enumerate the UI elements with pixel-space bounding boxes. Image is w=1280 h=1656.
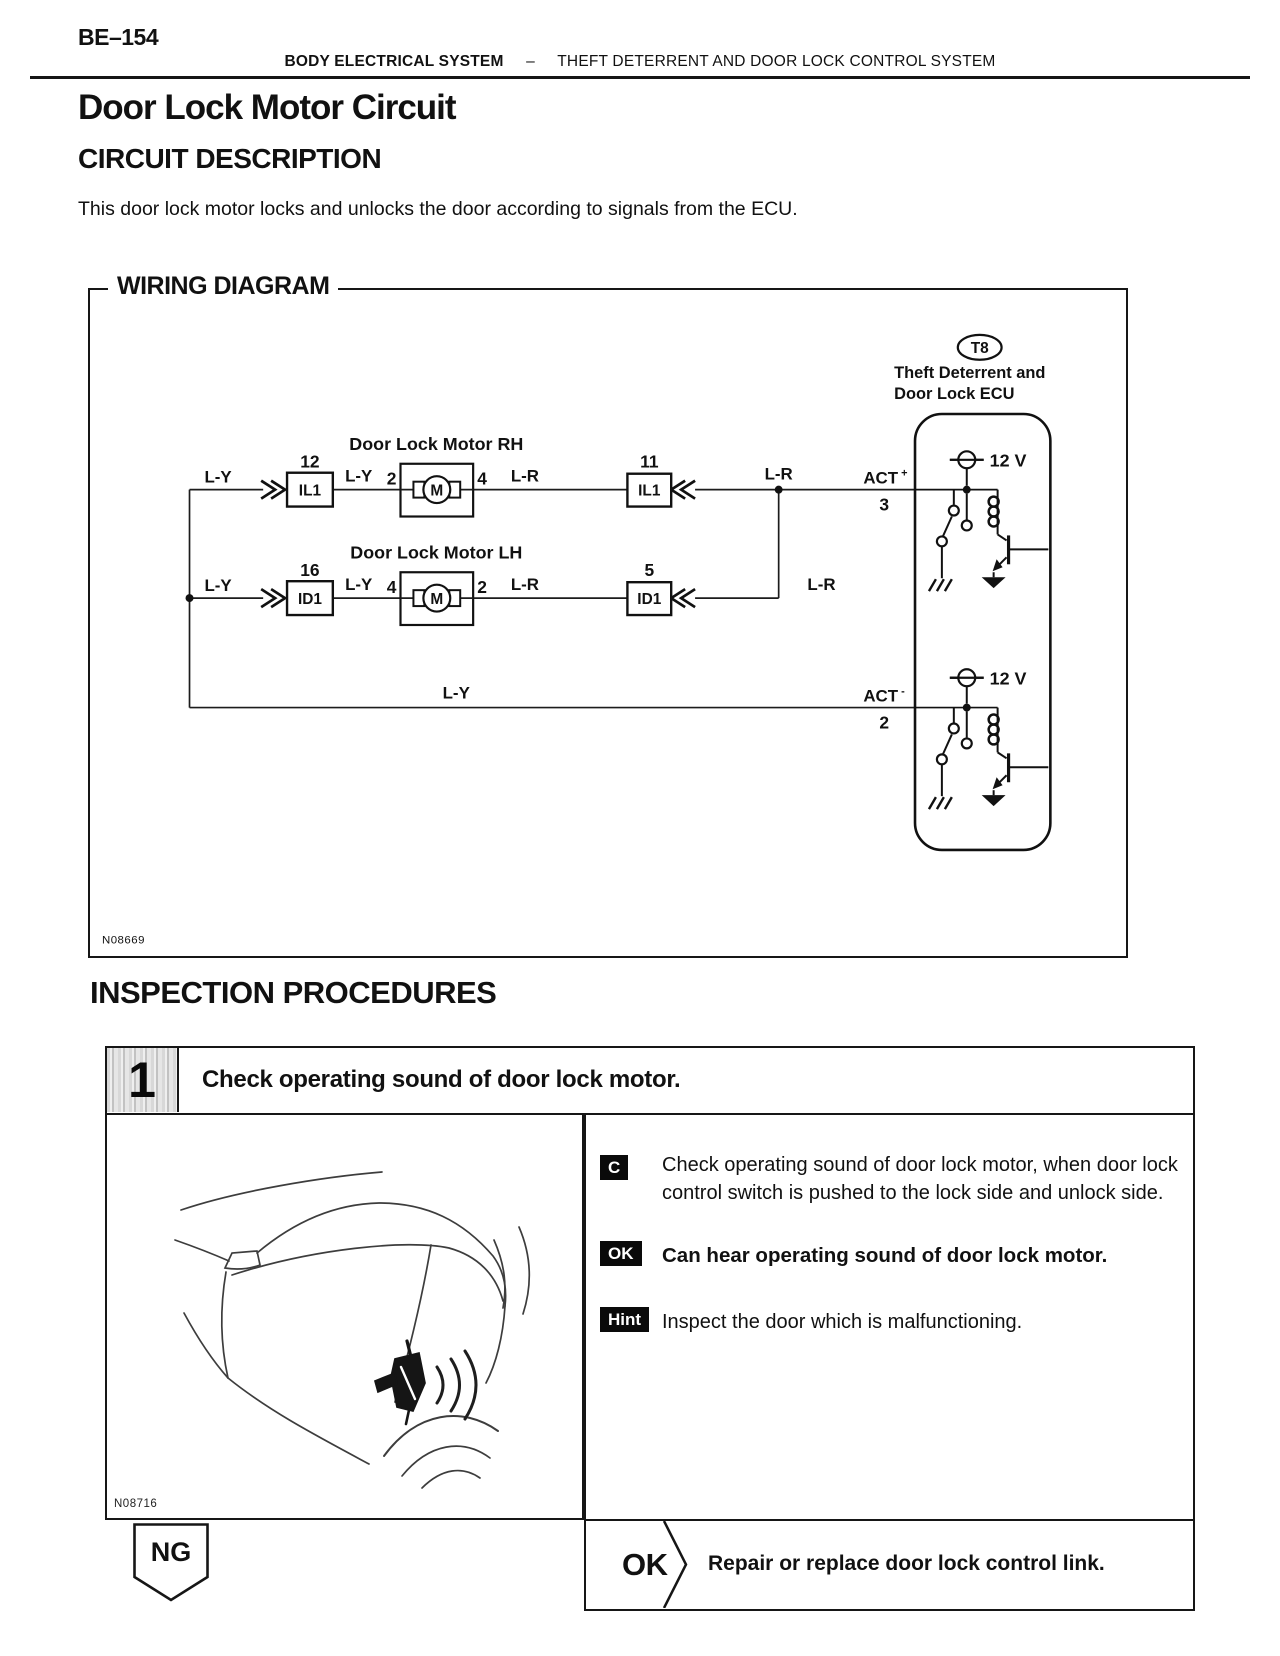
header-section: BODY ELECTRICAL SYSTEM <box>284 53 504 70</box>
transistor-emitter-arrow-top <box>992 559 1003 572</box>
figure-code-wiring: N08669 <box>102 934 145 946</box>
step-number: 1 <box>128 1052 156 1108</box>
ground-triangle-bottom <box>981 795 1006 807</box>
motor-rh-letter: M <box>430 483 443 500</box>
pin-5: 5 <box>644 560 654 580</box>
wire-label-lh-feed: L-Y <box>204 576 231 595</box>
illustration-cell: N08716 <box>105 1115 584 1520</box>
check-badge: C <box>600 1155 629 1180</box>
sound-waves <box>435 1349 478 1421</box>
wire-label-lh-left: L-Y <box>345 575 372 594</box>
wiring-diagram-box: L-Y 12 IL1 L-Y 2 Door Lock Motor RH M 4 … <box>88 288 1128 958</box>
connector-il1-right <box>626 472 673 508</box>
ecu-tag-oval <box>956 333 1003 361</box>
hint-badge: Hint <box>600 1307 650 1332</box>
pin-11: 11 <box>640 452 659 472</box>
ng-banner: NG <box>133 1523 209 1603</box>
wire-label-rh-feed: L-Y <box>204 468 231 487</box>
wire-label-lh-right: L-R <box>511 575 539 594</box>
result-row: OK Repair or replace door lock control l… <box>584 1519 1195 1611</box>
wire-label-bus: L-Y <box>443 684 470 703</box>
act-minus-sign: - <box>901 686 905 698</box>
ecu-name-line1: Theft Deterrent and <box>894 364 1045 382</box>
result-action-text: Repair or replace door lock control link… <box>708 1552 1105 1575</box>
act-plus-label: ACT <box>863 469 898 488</box>
terminal-rh-2: 2 <box>387 469 397 489</box>
act-plus-pin: 3 <box>879 495 889 515</box>
step-title: Check operating sound of door lock motor… <box>202 1066 681 1093</box>
circuit-description-heading: CIRCUIT DESCRIPTION <box>78 143 382 174</box>
step-header: 1 Check operating sound of door lock mot… <box>105 1046 1195 1115</box>
ecu-box <box>913 412 1052 852</box>
terminal-lh-4: 4 <box>387 577 397 597</box>
ecu-name-line2: Door Lock ECU <box>894 385 1014 403</box>
ecu-tag: T8 <box>971 340 989 357</box>
ng-label: NG <box>150 1537 192 1567</box>
pin-16: 16 <box>300 560 320 580</box>
ground-hatched-top <box>927 578 953 592</box>
ok-badge: OK <box>600 1241 642 1266</box>
circuit-description-text: This door lock motor locks and unlocks t… <box>78 198 798 220</box>
wire-label-rh-left: L-Y <box>345 467 372 486</box>
connector-il1-left-label: IL1 <box>299 483 322 500</box>
wire-label-rh-right: L-R <box>511 467 539 486</box>
transistor-emitter-arrow-bottom <box>992 777 1003 790</box>
relay-coil-bottom <box>987 713 1000 746</box>
connector-il1-left <box>285 471 335 508</box>
terminal-lh-2: 2 <box>477 577 487 597</box>
door-lock-actuator <box>373 1339 426 1426</box>
connector-id1-right <box>626 581 673 617</box>
connector-il1-right-label: IL1 <box>638 483 661 500</box>
motor-rh-symbol <box>422 475 452 505</box>
ground-triangle-top <box>981 577 1006 589</box>
ecu-driver-circuit-bottom: 12 V <box>915 668 1049 810</box>
ng-banner-shape <box>133 1523 209 1602</box>
supply-12v-top: 12 V <box>990 451 1027 471</box>
act-minus-pin: 2 <box>879 712 889 732</box>
junction-dot-right <box>774 485 783 494</box>
wiring-diagram: L-Y 12 IL1 L-Y 2 Door Lock Motor RH M 4 … <box>102 333 1052 946</box>
result-chevron-icon <box>662 1521 688 1608</box>
connector-id1-left <box>285 580 335 617</box>
header-rule <box>30 76 1250 79</box>
connector-id1-right-label: ID1 <box>637 591 661 608</box>
page-title: Door Lock Motor Circuit <box>78 88 457 127</box>
motor-lh-letter: M <box>430 591 443 608</box>
supply-12v-bottom: 12 V <box>990 669 1027 689</box>
car-door-illustration <box>174 1171 531 1489</box>
wire-label-lh-out: L-R <box>807 575 835 594</box>
ok-text: Can hear operating sound of door lock mo… <box>662 1244 1108 1267</box>
terminal-rh-4: 4 <box>477 469 487 489</box>
header-dash: – <box>526 53 535 70</box>
step-number-cell: 1 <box>107 1048 179 1112</box>
motor-lh-title: Door Lock Motor LH <box>350 542 522 562</box>
page-number: BE–154 <box>78 24 159 50</box>
hint-text: Inspect the door which is malfunctioning… <box>662 1311 1023 1333</box>
figure-code-illustration: N08716 <box>114 1498 158 1510</box>
motor-rh-title: Door Lock Motor RH <box>349 434 523 454</box>
ecu-driver-circuit-top: 12 V <box>915 450 1049 592</box>
act-plus-sign: + <box>901 468 907 480</box>
wire-label-rh-out: L-R <box>765 465 793 484</box>
motor-lh-symbol <box>422 583 452 613</box>
wiring-diagram-label: WIRING DIAGRAM <box>108 272 339 301</box>
check-text: Check operating sound of door lock motor… <box>662 1154 1178 1204</box>
connector-id1-left-label: ID1 <box>298 591 322 608</box>
pin-12: 12 <box>300 452 319 472</box>
running-header: BODY ELECTRICAL SYSTEM – THEFT DETERRENT… <box>0 53 1280 71</box>
relay-coil-top <box>987 495 1000 528</box>
inspection-heading: INSPECTION PROCEDURES <box>90 975 497 1010</box>
ground-hatched-bottom <box>927 796 953 810</box>
junction-dot-left <box>185 594 194 603</box>
act-minus-label: ACT <box>863 687 898 706</box>
header-subsection: THEFT DETERRENT AND DOOR LOCK CONTROL SY… <box>557 53 996 70</box>
result-ok-label: OK <box>622 1547 668 1582</box>
